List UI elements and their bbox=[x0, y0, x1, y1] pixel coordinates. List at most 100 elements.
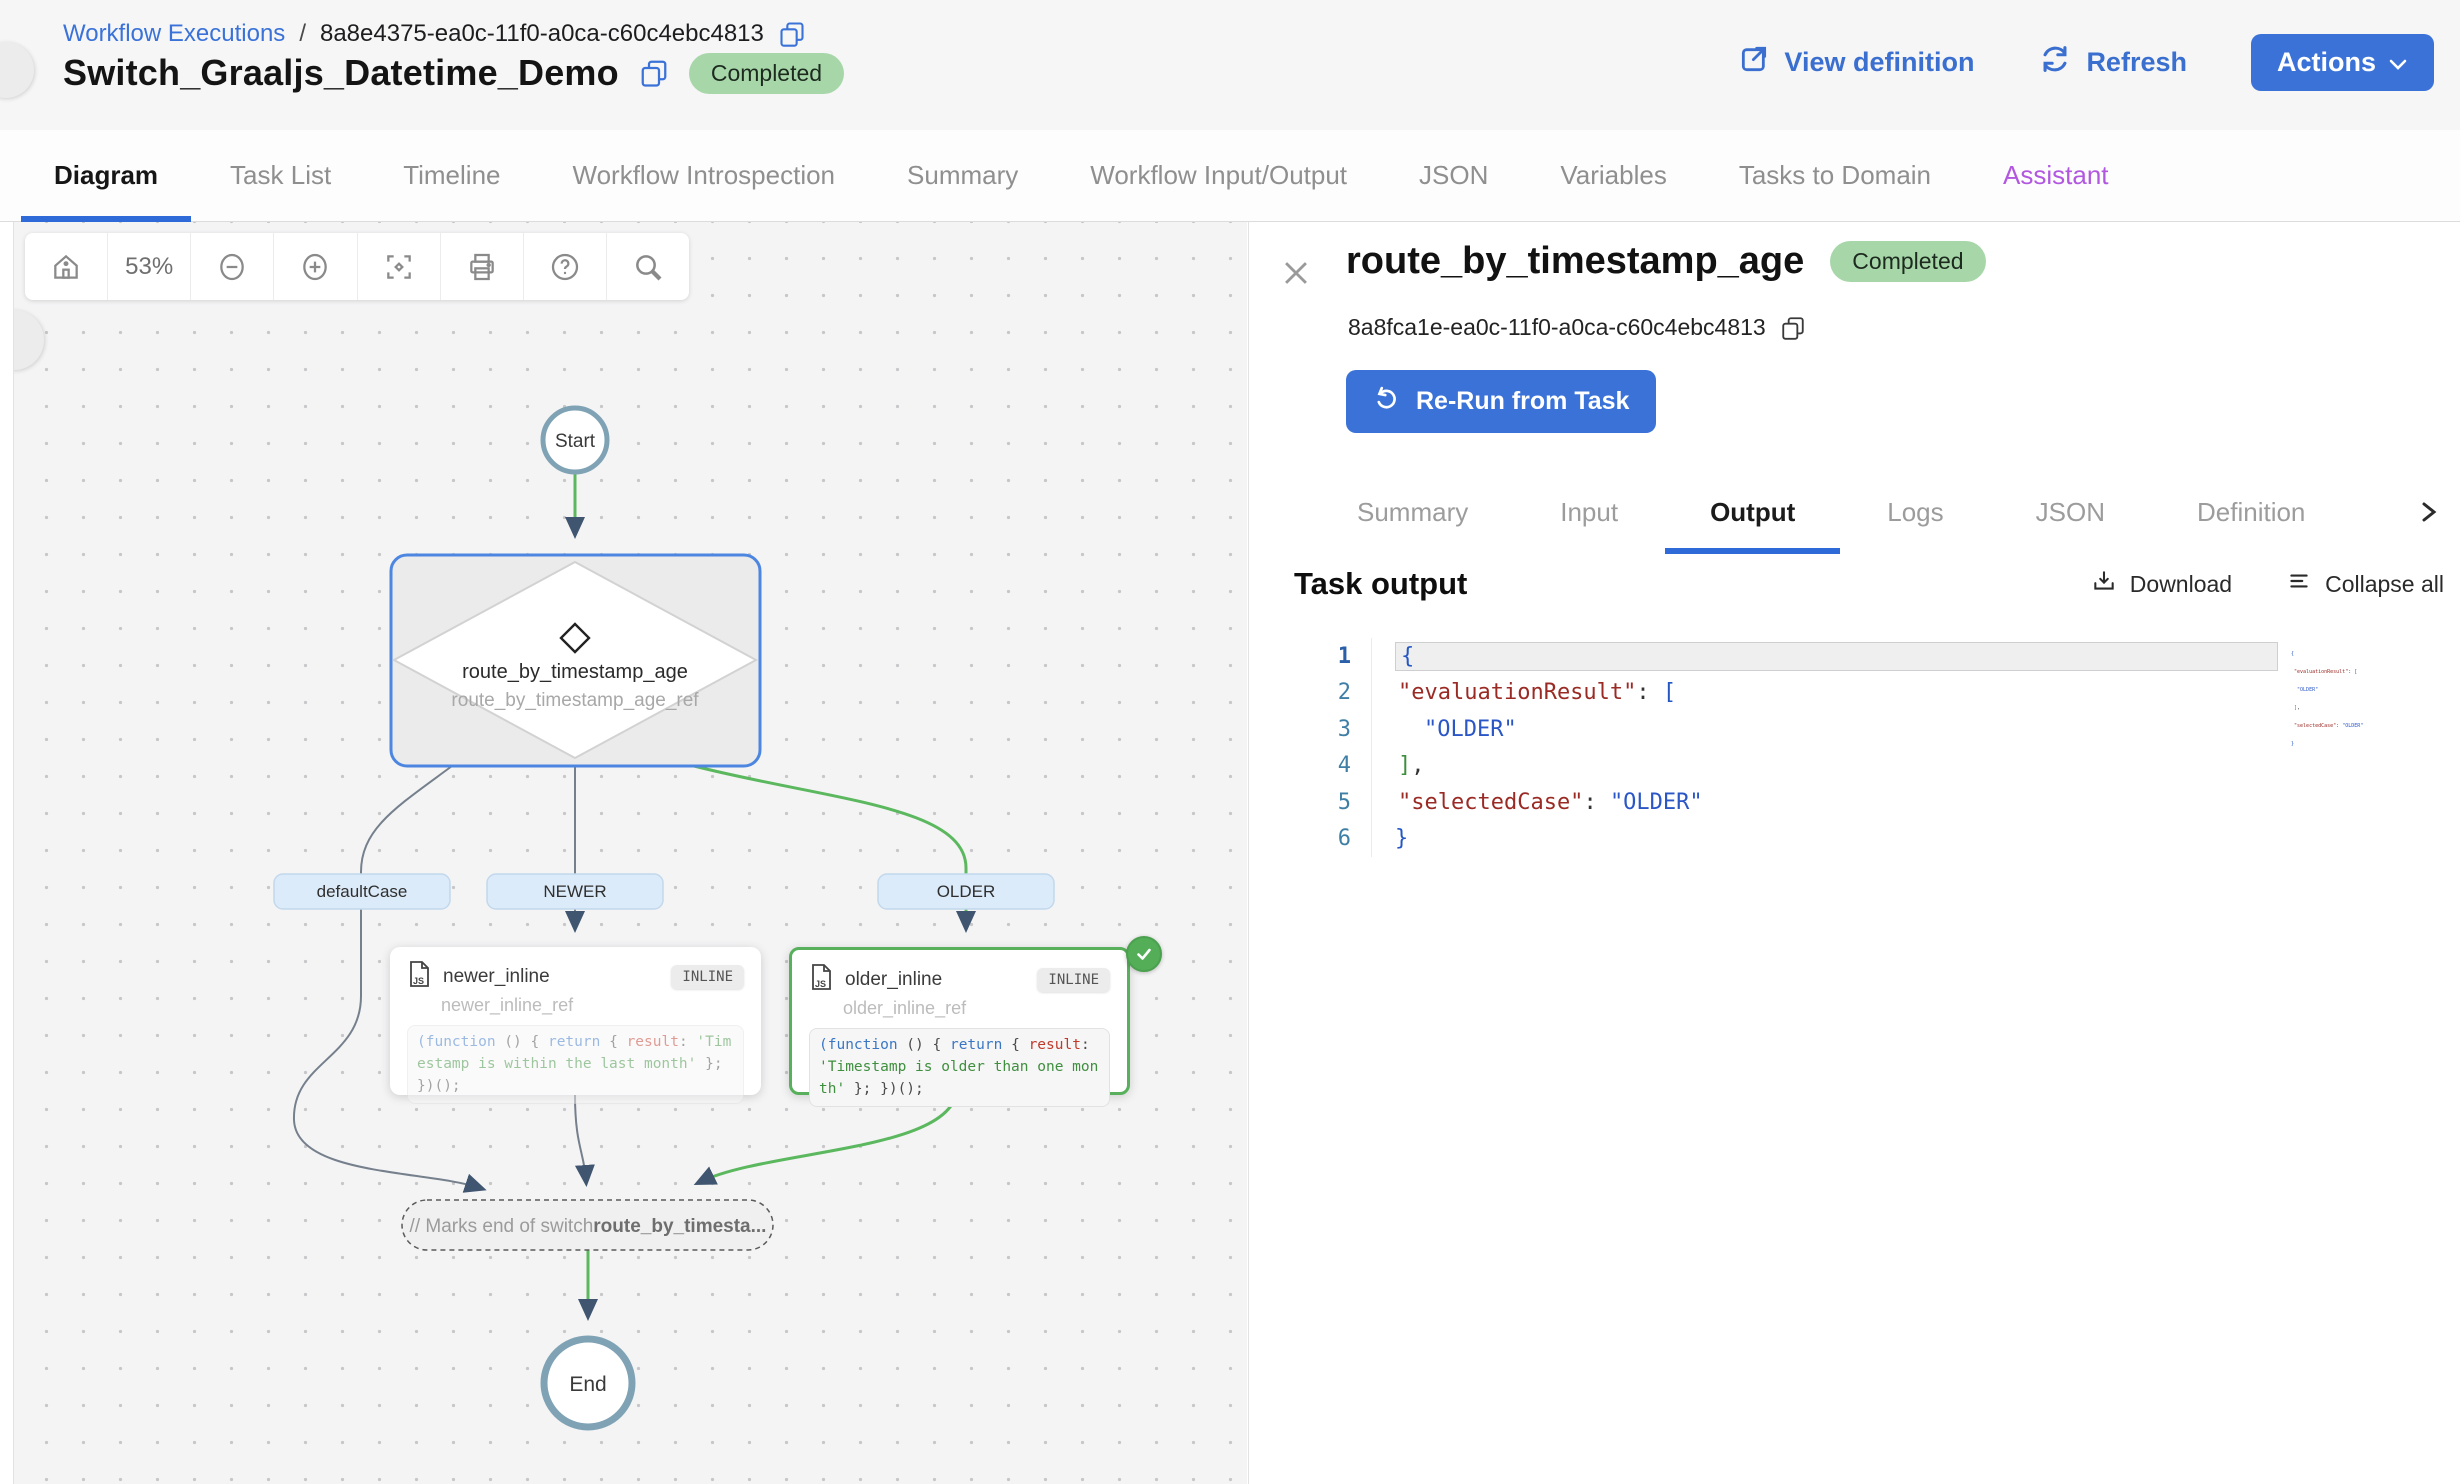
download-output-button[interactable]: Download bbox=[2091, 568, 2232, 600]
task-id: 8a8fca1e-ea0c-11f0-a0ca-c60c4ebc4813 bbox=[1348, 314, 1766, 341]
task-tab-json[interactable]: JSON bbox=[2036, 470, 2105, 554]
copy-task-id-icon[interactable] bbox=[1780, 315, 1806, 341]
branch-label-newer[interactable]: NEWER bbox=[487, 874, 663, 909]
copy-workflow-name-icon[interactable] bbox=[639, 58, 669, 88]
code-line: 6 } bbox=[1294, 821, 2444, 858]
task-output-json-editor[interactable]: 1 { 2 "evaluationResult": [ 3 "OLDER" 4 … bbox=[1294, 638, 2444, 857]
workflow-title-row: Switch_Graaljs_Datetime_Demo Completed bbox=[63, 52, 844, 94]
task-tab-output[interactable]: Output bbox=[1710, 470, 1795, 554]
edge-newer-to-join bbox=[575, 1095, 586, 1180]
home-reset-view-button[interactable] bbox=[25, 233, 108, 300]
task-node-newer-inline[interactable]: JS newer_inline INLINE newer_inline_ref … bbox=[390, 947, 761, 1095]
breadcrumb-workflow-executions-link[interactable]: Workflow Executions bbox=[63, 20, 285, 48]
tab-workflow-introspection[interactable]: Workflow Introspection bbox=[573, 130, 836, 221]
download-label: Download bbox=[2130, 571, 2232, 598]
refresh-label: Refresh bbox=[2086, 47, 2187, 78]
workflow-status-badge: Completed bbox=[689, 53, 844, 94]
search-diagram-button[interactable] bbox=[607, 233, 689, 300]
switch-title: route_by_timestamp_age bbox=[462, 661, 688, 683]
actions-label: Actions bbox=[2277, 47, 2376, 78]
close-panel-icon[interactable] bbox=[1279, 256, 1313, 295]
left-gutter bbox=[0, 222, 14, 1484]
task-node-older-inline[interactable]: JS older_inline INLINE older_inline_ref … bbox=[789, 947, 1130, 1095]
svg-text:defaultCase: defaultCase bbox=[317, 882, 408, 901]
edge-floating-button[interactable] bbox=[0, 42, 34, 98]
switch-join-node[interactable]: // Marks end of switchroute_by_timesta..… bbox=[402, 1200, 773, 1250]
code-line: 3 "OLDER" bbox=[1294, 711, 2444, 748]
zoom-in-icon bbox=[299, 251, 331, 283]
tab-timeline[interactable]: Timeline bbox=[403, 130, 500, 221]
svg-text:JS: JS bbox=[413, 976, 424, 986]
code-line: 5 "selectedCase": "OLDER" bbox=[1294, 784, 2444, 821]
copy-execution-id-icon[interactable] bbox=[778, 20, 806, 48]
task-title: route_by_timestamp_age bbox=[1346, 240, 1804, 283]
branch-label-older[interactable]: OLDER bbox=[878, 874, 1054, 909]
print-button[interactable] bbox=[441, 233, 524, 300]
tabs-overflow-chevron-right-icon[interactable] bbox=[2418, 497, 2440, 527]
task-inline-code: (function () { return { result: 'Timesta… bbox=[407, 1025, 744, 1104]
line-number: 1 bbox=[1294, 644, 1351, 669]
task-tab-definition[interactable]: Definition bbox=[2197, 470, 2305, 554]
workflow-title: Switch_Graaljs_Datetime_Demo bbox=[63, 52, 619, 94]
zoom-percentage: 53% bbox=[125, 253, 173, 281]
tab-diagram[interactable]: Diagram bbox=[54, 130, 158, 221]
tab-workflow-input-output[interactable]: Workflow Input/Output bbox=[1090, 130, 1347, 221]
tab-summary[interactable]: Summary bbox=[907, 130, 1018, 221]
view-definition-button[interactable]: View definition bbox=[1738, 43, 1974, 82]
javascript-file-icon: JS bbox=[407, 960, 431, 993]
javascript-file-icon: JS bbox=[809, 963, 833, 996]
collapse-all-label: Collapse all bbox=[2325, 571, 2444, 598]
help-icon bbox=[549, 251, 581, 283]
tab-variables[interactable]: Variables bbox=[1560, 130, 1666, 221]
task-tab-input[interactable]: Input bbox=[1560, 470, 1618, 554]
refresh-button[interactable]: Refresh bbox=[2038, 42, 2187, 83]
actions-button[interactable]: Actions bbox=[2251, 34, 2434, 91]
tab-tasks-to-domain[interactable]: Tasks to Domain bbox=[1739, 130, 1931, 221]
tab-task-list[interactable]: Task List bbox=[230, 130, 331, 221]
collapse-all-icon bbox=[2286, 568, 2312, 600]
external-link-icon bbox=[1738, 43, 1770, 82]
task-inline-code: (function () { return { result: 'Timesta… bbox=[809, 1028, 1110, 1107]
rerun-from-task-button[interactable]: Re-Run from Task bbox=[1346, 370, 1656, 433]
download-icon bbox=[2091, 568, 2117, 600]
task-tab-logs[interactable]: Logs bbox=[1887, 470, 1943, 554]
diagram-canvas[interactable]: 53% bbox=[14, 222, 1247, 1484]
task-status-badge: Completed bbox=[1830, 241, 1985, 282]
fit-to-screen-button[interactable] bbox=[358, 233, 441, 300]
execution-id: 8a8e4375-ea0c-11f0-a0ca-c60c4ebc4813 bbox=[320, 20, 764, 48]
editor-minimap[interactable]: { "evaluationResult": [ "OLDER" ], "sele… bbox=[2291, 639, 2361, 759]
task-type-badge: INLINE bbox=[1037, 968, 1110, 992]
tab-assistant[interactable]: Assistant bbox=[2003, 130, 2109, 221]
zoom-in-button[interactable] bbox=[274, 233, 357, 300]
task-tab-summary[interactable]: Summary bbox=[1357, 470, 1468, 554]
task-output-section-header: Task output Download bbox=[1294, 566, 2444, 602]
task-title-row: route_by_timestamp_age Completed bbox=[1346, 240, 1986, 283]
collapse-all-button[interactable]: Collapse all bbox=[2286, 568, 2444, 600]
help-button[interactable] bbox=[524, 233, 607, 300]
edge-older-to-join bbox=[700, 1095, 956, 1182]
task-completed-check-icon bbox=[1126, 936, 1162, 972]
zoom-level-indicator[interactable]: 53% bbox=[108, 233, 191, 300]
svg-text:NEWER: NEWER bbox=[543, 882, 606, 901]
printer-icon bbox=[466, 251, 498, 283]
line-number: 2 bbox=[1294, 680, 1351, 705]
breadcrumb: Workflow Executions / 8a8e4375-ea0c-11f0… bbox=[63, 20, 806, 48]
tab-json[interactable]: JSON bbox=[1419, 130, 1488, 221]
task-type-badge: INLINE bbox=[671, 965, 744, 989]
svg-text:OLDER: OLDER bbox=[937, 882, 996, 901]
breadcrumb-separator: / bbox=[299, 20, 306, 48]
zoom-out-button[interactable] bbox=[191, 233, 274, 300]
branch-label-defaultcase[interactable]: defaultCase bbox=[274, 874, 450, 909]
active-line-highlight: { bbox=[1395, 642, 2278, 671]
code-line: 4 ], bbox=[1294, 748, 2444, 785]
svg-text:JS: JS bbox=[815, 979, 826, 989]
line-number: 5 bbox=[1294, 790, 1351, 815]
rerun-icon bbox=[1373, 384, 1401, 419]
task-name: newer_inline bbox=[443, 966, 550, 988]
task-ref: newer_inline_ref bbox=[441, 995, 744, 1016]
refresh-icon bbox=[2038, 42, 2072, 83]
header-actions: View definition Refresh Actions bbox=[1738, 34, 2434, 91]
line-number: 6 bbox=[1294, 826, 1351, 851]
start-node-label: Start bbox=[555, 431, 596, 452]
task-details-panel: route_by_timestamp_age Completed 8a8fca1… bbox=[1248, 222, 2460, 1484]
